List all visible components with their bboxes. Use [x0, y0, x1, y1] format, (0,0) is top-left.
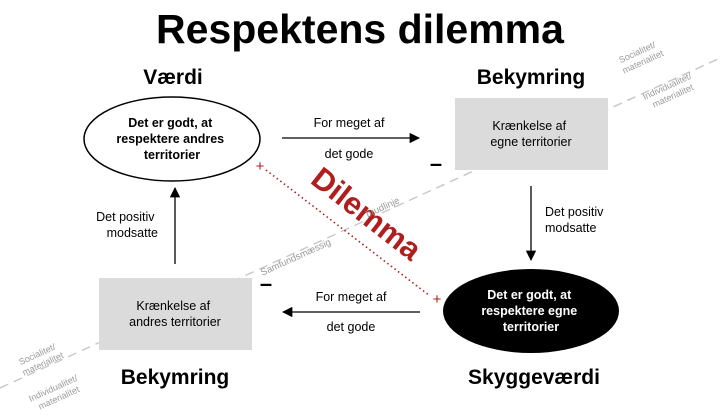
page-title: Respektens dilemma [156, 6, 565, 52]
corner-lower-left-below: Individualitet/ materialitet [27, 372, 86, 414]
arrow-top-label-2: det gode [325, 147, 374, 161]
shadow-value-text: Det er godt, at respektere egne territor… [481, 288, 580, 334]
dilemma-line [265, 169, 431, 297]
arrow-bottom-label-1: For meget af [316, 290, 387, 304]
sign-minus-top: – [430, 151, 442, 176]
arrow-bottom-label-2: det gode [327, 320, 376, 334]
value-text: Det er godt, at respektere andres territ… [116, 116, 227, 162]
concern-top-text: Krænkelse af egne territorier [490, 119, 571, 149]
heading-concern-top: Bekymring [477, 66, 586, 89]
arrow-right-label: Det positiv modsatte [545, 205, 607, 235]
heading-value: Værdi [143, 66, 203, 89]
divider-label-lower: Samfundsmæssig [259, 237, 333, 279]
concern-box-top [455, 98, 608, 170]
corner-upper-right-below: Individualitet/ materialitet [641, 70, 700, 112]
concern-bottom-text: Krænkelse af andres territorier [129, 299, 221, 329]
concern-box-bottom [99, 278, 252, 350]
heading-concern-bottom: Bekymring [121, 366, 230, 389]
sign-plus-bottom: + [433, 291, 442, 308]
arrow-top-label-1: For meget af [314, 116, 385, 130]
sign-minus-bottom: – [260, 271, 272, 296]
sign-plus-top: + [256, 158, 265, 175]
corner-lower-left-above: Socialitet/ materialitet [16, 340, 65, 378]
corner-upper-right-above: Socialitet/ materialitet [616, 38, 665, 76]
heading-shadow-value: Skyggeværdi [468, 366, 600, 389]
arrow-left-label: Det positiv modsatte [96, 210, 158, 240]
value-ellipse [83, 96, 261, 182]
shadow-value-ellipse [443, 269, 619, 353]
